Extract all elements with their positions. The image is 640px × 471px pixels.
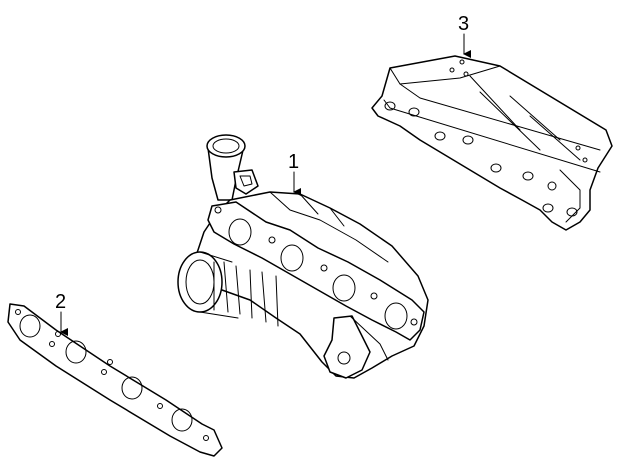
callout-3: 3 [458,13,471,58]
callout-2: 2 [55,291,68,336]
turbocharger-part [177,134,429,379]
heat-shield-part [371,55,613,231]
callout-label-2: 2 [55,291,66,313]
callout-label-1: 1 [288,151,299,173]
gasket-part [7,303,223,457]
callout-label-3: 3 [458,13,469,35]
callout-1: 1 [288,151,301,196]
